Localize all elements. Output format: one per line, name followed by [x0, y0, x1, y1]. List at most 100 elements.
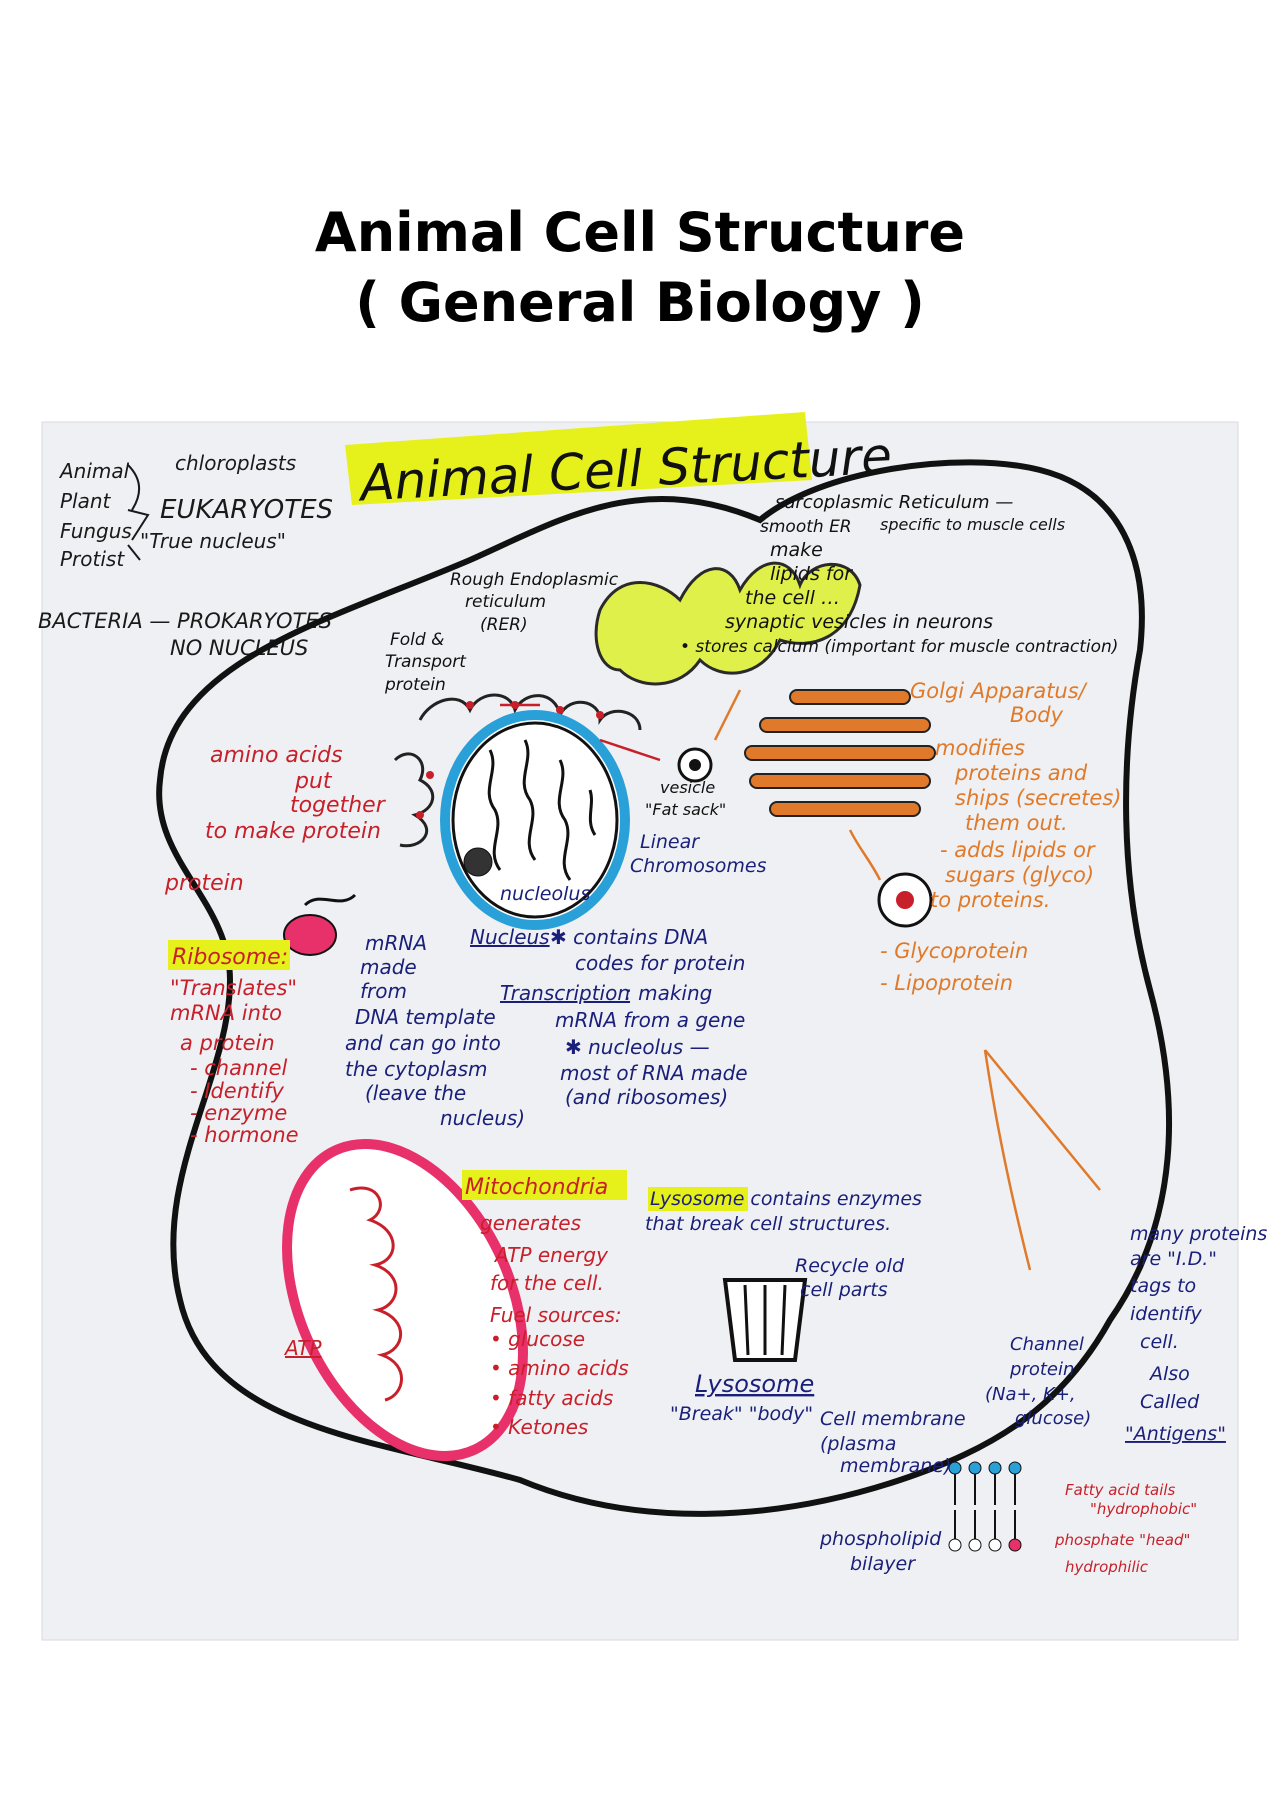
group-fungus: Fungus [60, 519, 132, 543]
chloroplasts-label: chloroplasts [175, 451, 296, 475]
phospholipid-line1: phospholipid [819, 1528, 942, 1550]
golgi-shape [744, 689, 936, 817]
page-title-line1: Animal Cell Structure [314, 201, 966, 264]
idtag-line2: are "I.D." [1130, 1248, 1217, 1270]
head-line1: phosphate "head" [1054, 1531, 1190, 1549]
lipids-line1: make [770, 539, 823, 561]
page-title-line2: ( General Biology ) [355, 271, 925, 334]
protein-label: protein [164, 871, 244, 896]
mitochondria-title: Mitochondria [465, 1175, 608, 1200]
cell-membrane-outline [156, 459, 1172, 1517]
label-group: sarcoplasmic Reticulum — specific to mus… [164, 492, 1267, 1576]
transcription-line1: : making [625, 981, 712, 1005]
idtag-line5: cell. [1140, 1331, 1179, 1353]
synaptic-label: synaptic vesicles in neurons [725, 611, 993, 633]
rough-er-shape-2 [393, 752, 434, 848]
mito-line1: generates [480, 1211, 581, 1235]
group-animal: Animal [58, 459, 130, 483]
phospholipid-bilayer [948, 1461, 1022, 1552]
lipids-line2: lipids for [770, 563, 853, 585]
mito-line4: Fuel sources: [490, 1303, 622, 1327]
secretory-vesicle-core [896, 891, 914, 909]
mitochondrion-shape [282, 1139, 528, 1461]
rer-line3: (RER) [480, 615, 528, 635]
cristae [349, 1186, 403, 1402]
specific-muscle-label: specific to muscle cells [880, 515, 1065, 534]
eukaryotes-label: EUKARYOTES [160, 495, 333, 525]
idtag-line4: identify [1130, 1303, 1202, 1325]
golgi-modifies-3: ships (secretes) [955, 786, 1121, 810]
transcription-line4: most of RNA made [560, 1061, 748, 1085]
idtag-line7: Called [1140, 1391, 1200, 1413]
channel-line4: glucose) [1015, 1408, 1091, 1429]
mito-line8: • Ketones [490, 1415, 588, 1439]
amino-acids-4: to make protein [205, 819, 381, 844]
glycoprotein-label: - Glycoprotein [880, 939, 1028, 963]
lipids-line3: the cell … [745, 587, 840, 609]
recycle-line2: cell parts [800, 1279, 888, 1301]
transcription-line5: (and ribosomes) [565, 1085, 728, 1109]
tails-line1: Fatty acid tails [1065, 1481, 1176, 1499]
mitochondria-highlight [462, 1170, 627, 1200]
vesicle-line1: vesicle [660, 778, 715, 797]
mrna-strand [303, 893, 357, 907]
mrna-line3: from [360, 979, 407, 1003]
lysosome-top-1: Lysosome contains enzymes [650, 1188, 922, 1210]
membrane-line2: (plasma [820, 1433, 896, 1455]
smooth-er-shape [594, 561, 862, 686]
lipoprotein-label: - Lipoprotein [880, 971, 1013, 995]
golgi-modifies-2: proteins and [954, 761, 1088, 785]
amino-acids-1: amino acids [210, 743, 343, 768]
idtag-line3: tags to [1130, 1275, 1196, 1297]
classification-notes: Animal Plant Fungus Protist chloroplasts… [38, 451, 333, 660]
mito-line2: ATP energy [493, 1243, 609, 1267]
golgi-line1: Golgi Apparatus/ [910, 679, 1088, 703]
channel-line1: Channel [1010, 1334, 1084, 1355]
membrane-line1: Cell membrane [820, 1408, 966, 1430]
group-protist: Protist [60, 547, 125, 571]
lysosome-title: Lysosome [695, 1370, 814, 1398]
mito-line7: • fatty acids [490, 1386, 613, 1410]
chromosomes [487, 739, 597, 881]
mito-line5: • glucose [490, 1327, 585, 1351]
tails-line2: "hydrophobic" [1090, 1500, 1197, 1518]
protein-path-arrows [500, 703, 661, 762]
linear-line1: Linear [640, 831, 700, 853]
ribosome-line1: "Translates" [170, 976, 297, 1000]
ribosome-shape [283, 914, 337, 956]
golgi-modifies-7: to proteins. [930, 888, 1050, 912]
mrna-line2: made [360, 955, 417, 979]
rer-line1: Rough Endoplasmic [450, 570, 619, 590]
channel-line2: protein [1009, 1359, 1074, 1380]
amino-acids-2: put [294, 769, 333, 794]
fold-line3: protein [384, 675, 446, 695]
ribosome-line5: - Identify [190, 1079, 284, 1103]
golgi-modifies-4: them out. [965, 811, 1068, 835]
golgi-arrows [713, 689, 1101, 1271]
mito-line6: • amino acids [490, 1356, 629, 1380]
transcription-title: Transcription [500, 981, 630, 1005]
ribosome-line2: mRNA into [170, 1001, 282, 1025]
transcription-line3: ✱ nucleolus — [565, 1035, 710, 1059]
nucleus-line2: codes for protein [575, 951, 745, 975]
nucleus-title: Nucleus [470, 925, 550, 949]
stores-calcium-label: • stores calcium (important for muscle c… [680, 637, 1118, 657]
golgi-line2: Body [1010, 703, 1064, 727]
mrna-line1: mRNA [365, 931, 427, 955]
true-nucleus-label: "True nucleus" [140, 529, 286, 553]
nucleolus-shape [463, 847, 493, 877]
mrna-line6: the cytoplasm [345, 1057, 488, 1081]
lysosome-highlight [648, 1187, 748, 1211]
transcription-line2: mRNA from a gene [555, 1008, 745, 1032]
golgi-modifies-5: - adds lipids or [940, 838, 1096, 862]
mrna-line4: DNA template [355, 1005, 496, 1029]
bacteria-label: BACTERIA — PROKARYOTES [38, 609, 332, 633]
head-line2: hydrophilic [1065, 1558, 1149, 1576]
recycle-line1: Recycle old [795, 1255, 905, 1277]
sarcoplasmic-label: sarcoplasmic Reticulum — [775, 492, 1013, 513]
phospholipid-line2: bilayer [850, 1553, 916, 1575]
fold-line2: Transport [385, 652, 467, 672]
lysosome-bands [743, 1284, 787, 1356]
linear-line2: Chromosomes [630, 855, 767, 877]
